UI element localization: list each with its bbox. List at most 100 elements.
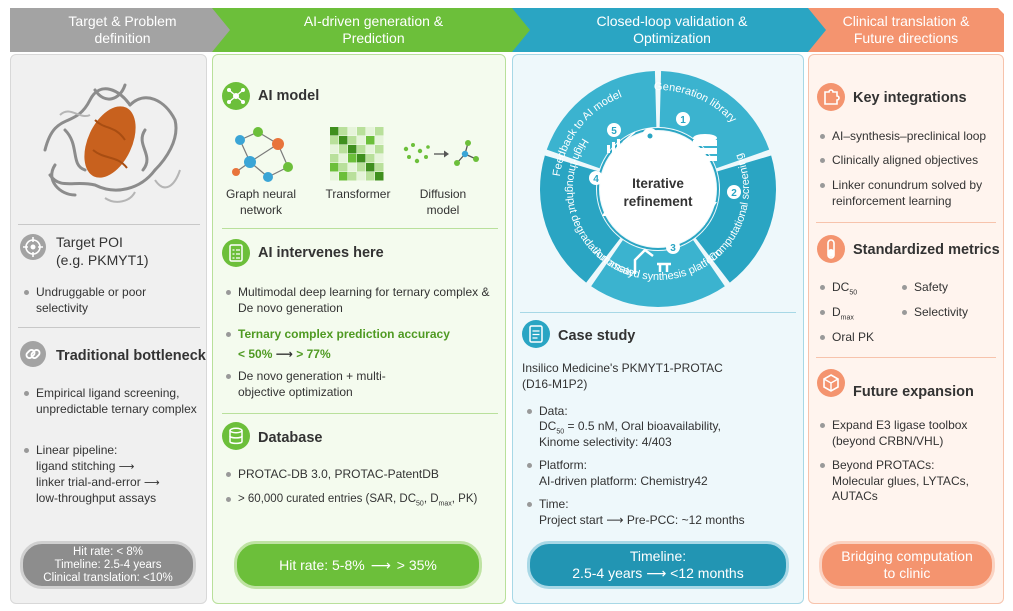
attention-cell <box>348 136 357 145</box>
col2-summary-pill: Hit rate: 5-8% ⟶ > 35% <box>234 541 482 589</box>
header-col3-text: Closed-loop validation & Optimization <box>596 13 748 46</box>
header-col1-text: Target & Problem definition <box>68 13 177 46</box>
attention-cell <box>366 136 375 145</box>
accuracy-to: > 77% <box>296 347 331 361</box>
header-arrow-teal <box>512 8 832 52</box>
attention-cell <box>375 154 384 163</box>
future-bullet-1: Expand E3 ligase toolbox (beyond CRBN/VH… <box>820 418 995 449</box>
attention-cell <box>348 163 357 172</box>
attention-cell <box>357 136 366 145</box>
db-bullet-2-sub1: 50 <box>416 500 424 508</box>
case-data-rest: = 0.5 nM, Oral bioavailability, <box>564 419 721 433</box>
intervene-bullet-1: Multimodal deep learning for ternary com… <box>226 285 496 316</box>
case-data-label: Data: <box>527 404 568 420</box>
ring-segment-feedback <box>546 71 657 169</box>
bottleneck-bullet-1: Empirical ligand screening, unpredictabl… <box>24 386 199 417</box>
attention-cell <box>375 163 384 172</box>
attention-cell <box>339 163 348 172</box>
metric-oralpk: Oral PK <box>820 330 874 346</box>
attention-cell <box>348 154 357 163</box>
attention-cell <box>348 145 357 154</box>
attention-cell <box>357 154 366 163</box>
arrow-icon: ⟶ <box>646 565 667 581</box>
ai-model-title: AI model <box>258 88 320 104</box>
segment-number-2: 2 <box>731 188 737 199</box>
arrow-icon: ⟶ <box>370 556 391 573</box>
diffusion-icon <box>403 140 479 166</box>
iterative-cycle-diagram: 1 2 3 4 5 Feedback to AI model Generatio… <box>539 71 776 307</box>
metric-dc50: DC50 <box>820 280 857 301</box>
case-data-dc: DC <box>539 419 557 433</box>
network-icon <box>222 82 250 110</box>
pipeline-step-1-label: ligand stitching <box>36 459 116 473</box>
bar-chart-icon <box>607 131 636 153</box>
col3-summary-pill: Timeline: 2.5-4 years ⟶ <12 months <box>527 541 789 589</box>
arrow-icon: ⟶ <box>606 513 624 527</box>
attention-cell <box>375 145 384 154</box>
attention-cell <box>366 145 375 154</box>
case-data-dc-sub: 50 <box>556 428 565 436</box>
db-bullet-2-sub2: max <box>438 500 452 508</box>
ring-segment-assay <box>540 155 621 283</box>
intervene-bullet-3: De novo generation + multi-objective opt… <box>226 369 426 400</box>
col2-divider-2 <box>222 413 498 414</box>
db-bullet-2-mid: , D <box>423 493 439 505</box>
test-tube-icon <box>817 235 845 263</box>
key-bullet-3: Linker conundrum solved by reinforcement… <box>820 178 990 209</box>
pill-timeline-title: Timeline: <box>629 548 687 564</box>
case-intro: Insilico Medicine's PKMYT1-PROTAC (D16-M… <box>522 361 723 391</box>
col3-divider-1 <box>520 312 796 313</box>
pill-bridging: Bridging computation to clinic <box>841 548 973 581</box>
intervenes-title: AI intervenes here <box>258 245 384 261</box>
pipeline-step-2-label: linker trial-and-error <box>36 475 141 489</box>
attention-cell <box>330 154 339 163</box>
metrics-title: Standardized metrics <box>853 242 1000 258</box>
attention-cell <box>375 136 384 145</box>
metric-selectivity: Selectivity <box>902 305 968 321</box>
cycle-center-text: Iterative refinement <box>623 176 693 209</box>
case-time-value: Project start ⟶ Pre-PCC: ~12 months <box>539 513 745 529</box>
attention-cell <box>357 163 366 172</box>
db-bullet-1: PROTAC-DB 3.0, PROTAC-PatentDB <box>226 467 496 483</box>
pipeline-step-1: ligand stitching ⟶ <box>36 459 135 476</box>
header-col3: Closed-loop validation & Optimization <box>512 8 832 52</box>
attention-cell <box>366 154 375 163</box>
case-time-label: Time: <box>527 497 569 513</box>
bottleneck-title: Traditional bottleneck <box>56 348 206 364</box>
target-bullet: Undruggable or poor selectivity <box>24 285 174 316</box>
metric-d-label: D <box>832 305 841 319</box>
case-data-line1: DC50 = 0.5 nM, Oral bioavailability, <box>539 419 799 440</box>
column-clinical <box>808 54 1004 604</box>
attention-cell <box>375 127 384 136</box>
segment-number-5: 5 <box>611 126 617 137</box>
future-bullet-2: Beyond PROTACs: Molecular glues, LYTACs,… <box>820 458 970 505</box>
chain-link-icon <box>20 341 46 367</box>
attention-cell <box>375 172 384 181</box>
accuracy-change: < 50% ⟶ > 77% <box>238 347 331 363</box>
accuracy-from: < 50% <box>238 347 273 361</box>
intervene-bullet-2: Ternary complex prediction accuracy <box>226 327 496 343</box>
segment-number-1: 1 <box>680 115 686 126</box>
bottleneck-bullet-2: Linear pipeline: <box>24 443 199 459</box>
header-arrow-gray <box>10 8 235 52</box>
db-bullet-2-pre: > 60,000 curated entries (SAR, DC <box>238 493 417 505</box>
header-arrow-green <box>212 8 535 52</box>
col1-divider-2 <box>18 327 200 328</box>
header-col2: AI-driven generation & Prediction <box>212 8 535 52</box>
robot-arm-icon <box>633 248 671 274</box>
model-label-gnn: Graph neural network <box>225 187 297 217</box>
attention-cell <box>330 136 339 145</box>
transformer-matrix-icon <box>330 127 384 181</box>
col4-divider-1 <box>816 222 996 223</box>
target-icon <box>20 234 46 260</box>
header-col2-text: AI-driven generation & Prediction <box>303 13 444 46</box>
col4-divider-2 <box>816 357 996 358</box>
target-subtitle: (e.g. PKMYT1) <box>56 252 149 268</box>
arrow-icon: ⟶ <box>275 347 293 361</box>
target-title: Target POI <box>56 234 123 250</box>
attention-cell <box>339 127 348 136</box>
database-icon <box>222 422 250 450</box>
header-col4: Clinical translation & Future directions <box>808 8 1004 52</box>
attention-cell <box>339 145 348 154</box>
pill-timeline-to: <12 months <box>670 565 744 581</box>
